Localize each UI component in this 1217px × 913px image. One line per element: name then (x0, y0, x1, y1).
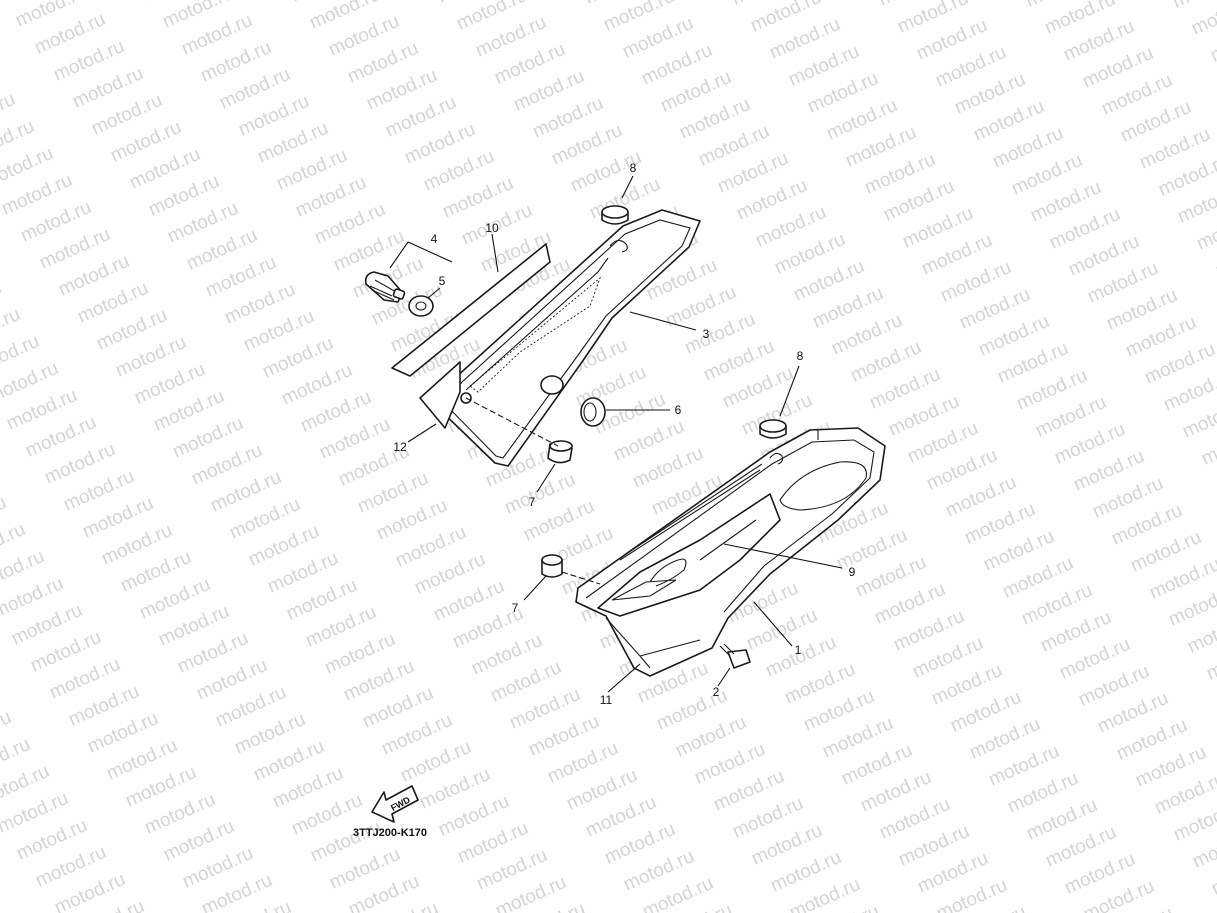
grommet-upper (601, 205, 629, 225)
side-cover-left (432, 209, 701, 467)
callout-11: 11 (600, 693, 613, 707)
label-plate (419, 361, 461, 429)
callout-6: 6 (675, 403, 682, 417)
callout-8-upper: 8 (630, 161, 637, 175)
callout-5: 5 (439, 274, 446, 288)
callout-9: 9 (849, 565, 856, 579)
callout-3: 3 (703, 327, 710, 341)
grommet-mid (580, 397, 606, 427)
callout-7-lower: 7 (512, 601, 519, 615)
callout-7-upper: 7 (529, 495, 536, 509)
fastener-assembly (364, 271, 406, 303)
grommet-lower (759, 419, 787, 439)
damper-lower (541, 554, 563, 578)
callout-numbers: 1 2 3 4 5 6 7 7 8 8 9 10 11 12 (393, 161, 855, 707)
callout-2: 2 (713, 685, 720, 699)
callout-12: 12 (393, 440, 407, 454)
cover-graphic (597, 493, 781, 617)
alignment-lines (465, 397, 601, 585)
damper-upper (547, 440, 573, 464)
nut (408, 295, 434, 317)
diagram-code: 3TTJ200-K170 (353, 827, 427, 839)
callout-4: 4 (431, 232, 438, 246)
leader-lines (389, 175, 843, 693)
callout-8-lower: 8 (797, 349, 804, 363)
emblem-strip (391, 243, 551, 377)
fwd-arrow-icon: FWD (371, 785, 419, 823)
callout-10: 10 (485, 221, 499, 235)
callout-1: 1 (795, 643, 802, 657)
bolt (719, 643, 751, 669)
